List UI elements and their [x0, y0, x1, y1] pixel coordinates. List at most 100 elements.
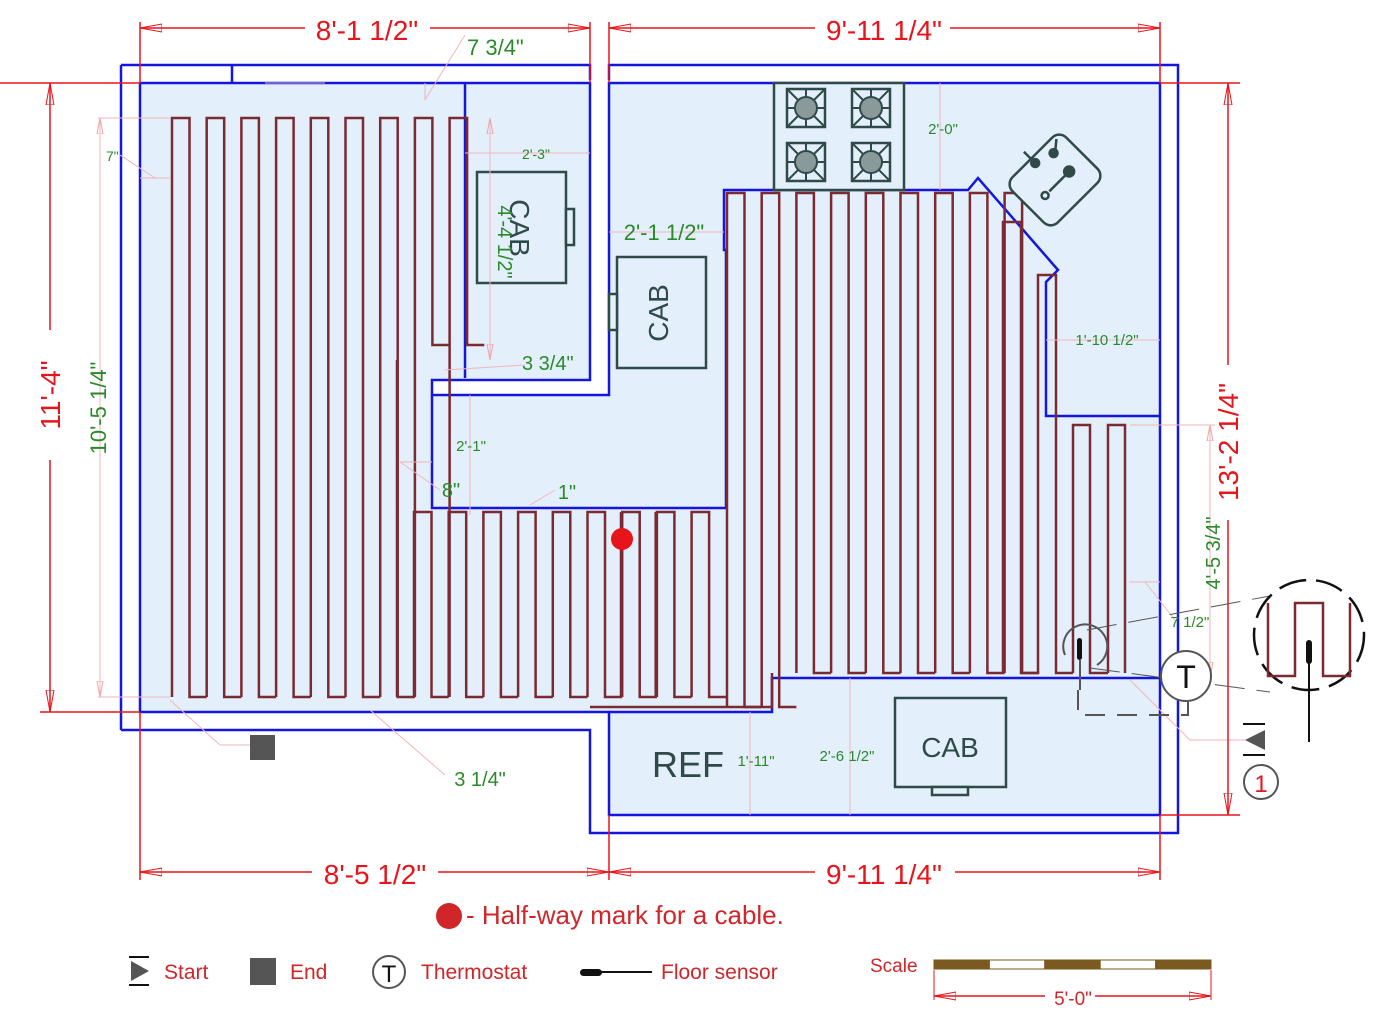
cabinet-island: CAB: [607, 255, 708, 370]
dim-top-right: 9'-11 1/4": [826, 15, 942, 46]
cable-loop: [1071, 423, 1108, 675]
cable-loop: [447, 510, 484, 699]
cable-loop: [170, 116, 207, 699]
dim-island-side: 8": [442, 480, 460, 502]
cable-loop: [240, 116, 277, 699]
section-number: 1: [1254, 771, 1267, 798]
dim-right-run: 4'-5 3/4": [1203, 516, 1225, 589]
cable-start-icon: [1243, 723, 1265, 756]
legend-floor-sensor-label: Floor sensor: [661, 961, 778, 984]
dim-left-offset: 7": [106, 148, 119, 164]
counter-outline-right: [722, 176, 1160, 418]
cable-loop: [760, 191, 797, 709]
detail-callout: [1252, 578, 1366, 742]
cable-loop: [412, 510, 449, 699]
refrigerator-label: REF: [652, 744, 724, 785]
dim-bottom-left: 8'-5 1/2": [324, 859, 426, 890]
burner-icon: [850, 87, 892, 129]
cable-loop: [864, 191, 901, 675]
scale-segment: [1155, 959, 1212, 970]
scale-bar: Scale 5'-0": [870, 956, 1212, 1010]
cable-loop: [378, 116, 415, 699]
legend-floor-sensor-icon: [580, 969, 652, 976]
cable-loop: [448, 116, 485, 697]
cable-loop: [551, 510, 588, 699]
dim-left-run: 10'-5 1/4": [86, 362, 111, 455]
cable-loop: [309, 116, 346, 699]
dim-left: 11'-4": [35, 360, 66, 429]
cable-loop: [516, 510, 553, 699]
legend: - Half-way mark for a cable. Start End T…: [129, 900, 784, 989]
cable-loop: [274, 116, 311, 699]
dim-stove-clear: 2'-0": [928, 121, 958, 138]
legend-start-icon: [129, 956, 149, 986]
cable-loop: [968, 191, 1005, 675]
cable-loop: [690, 510, 727, 699]
burner-icon: [785, 141, 827, 183]
legend-thermostat-label: Thermostat: [421, 961, 527, 984]
dim-bottom-offset: 3 1/4": [454, 769, 506, 791]
thermostat-icon: T: [1160, 650, 1212, 702]
dim-sink-clear: 1'-10 1/2": [1075, 332, 1138, 349]
cable-loop: [205, 116, 242, 699]
cabinet-lower: CAB: [893, 696, 1008, 797]
cabinet-upper: CAB: [475, 170, 576, 285]
guide-lines: [98, 34, 1245, 815]
heating-cable: [170, 116, 1127, 709]
legend-halfway-label: - Half-way mark for a cable.: [466, 900, 784, 930]
scale-segment: [988, 959, 1046, 970]
dim-cab-clear: 2'-6 1/2": [820, 748, 875, 765]
dim-top-offset: 7 3/4": [467, 35, 524, 60]
scale-segment: [933, 959, 990, 970]
cable-loop: [586, 510, 623, 699]
scale-length: 5'-0": [1054, 989, 1092, 1010]
cable-loop: [413, 116, 450, 697]
outer-wall-left-room: [121, 63, 592, 80]
section-marker: 1: [1243, 764, 1279, 800]
burner-icon: [785, 87, 827, 129]
dim-right: 13'-2 1/4": [1213, 383, 1244, 501]
cable-loop: [1036, 273, 1073, 675]
dim-right-offset: 7 1/2": [1171, 614, 1210, 631]
thermostat-letter: T: [1176, 659, 1196, 695]
halfway-mark: [611, 528, 633, 550]
cable-end-icon: [250, 735, 275, 760]
cable-loop: [344, 116, 381, 699]
cab-upper-label: CAB: [504, 199, 535, 257]
sink: [1008, 133, 1102, 227]
dim-cab-gap: 3 3/4": [522, 353, 574, 375]
scale-segment: [1044, 959, 1101, 970]
stove: [772, 81, 906, 192]
floor-areas: [140, 83, 1160, 815]
dim-island-gap: 2'-1 1/2": [624, 220, 705, 245]
cable-loop: [829, 191, 866, 675]
legend-start-label: Start: [164, 961, 209, 984]
cab-island-label: CAB: [643, 284, 674, 342]
cable-loop: [899, 191, 936, 675]
burner-icon: [850, 141, 892, 183]
dim-cab-width: 2'-3": [522, 146, 550, 162]
cable-loop: [1106, 423, 1127, 673]
cable-loop: [933, 191, 970, 675]
legend-halfway-icon: [436, 903, 462, 929]
legend-end-label: End: [290, 961, 327, 984]
scale-label: Scale: [870, 956, 918, 977]
scale-segment: [1099, 959, 1157, 970]
legend-end-icon: [250, 958, 276, 985]
cable-run: [590, 673, 774, 709]
legend-thermostat-letter: T: [382, 961, 397, 988]
dim-bottom-right: 9'-11 1/4": [826, 859, 942, 890]
legend-thermostat-icon: T: [372, 955, 406, 989]
dim-island-clear: 2'-1": [456, 438, 486, 455]
floor-island: [432, 395, 726, 508]
dim-cab-height: 4'-4 1/2": [493, 205, 515, 278]
cable-loop: [1001, 220, 1038, 675]
dim-top-left: 8'-1 1/2": [316, 15, 418, 46]
dimension-lines: [0, 22, 1240, 880]
cable-loop: [482, 510, 519, 699]
cable-loop: [795, 191, 832, 675]
cab-lower-label: CAB: [921, 732, 979, 763]
dim-island-bottom: 1": [558, 482, 576, 504]
floor-left-room: [140, 83, 1160, 815]
